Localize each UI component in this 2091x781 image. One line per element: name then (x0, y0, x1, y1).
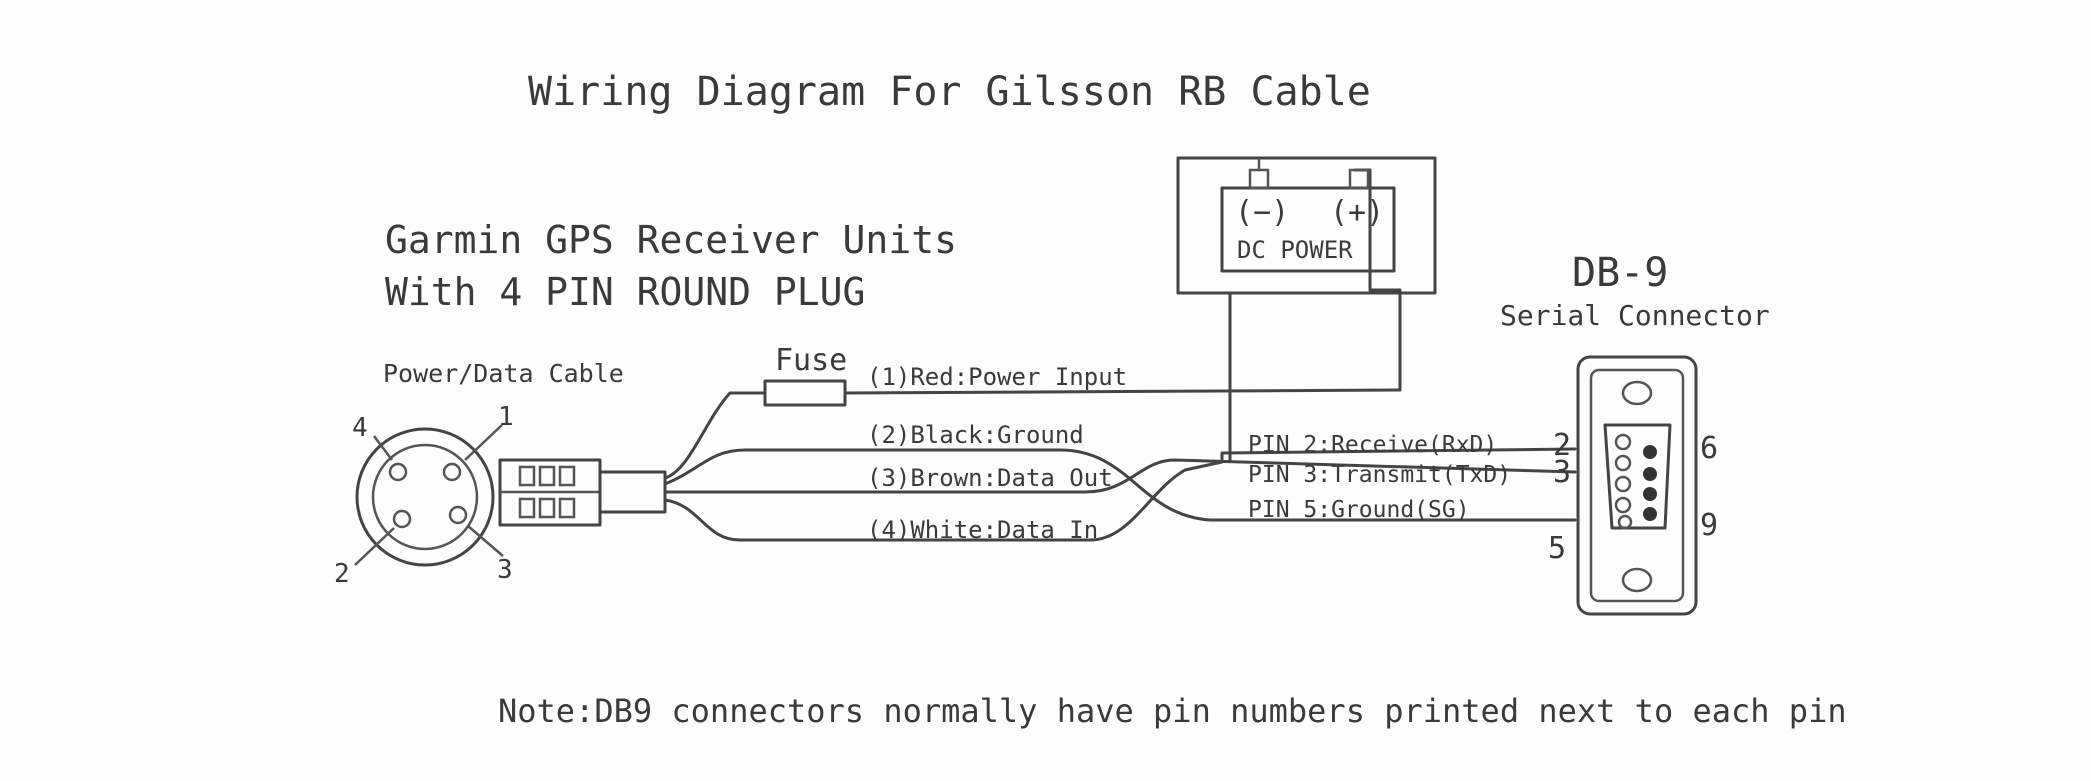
power-positive-label: (+) (1330, 195, 1384, 230)
db9-pin-2 (1614, 454, 1632, 472)
plug-pin-2 (392, 509, 412, 529)
db9-pin-label-2: 2 (1553, 428, 1571, 463)
heading-line-1: Garmin GPS Receiver Units (385, 218, 957, 262)
plug-pin-4 (388, 462, 408, 482)
plug-pin-label-3: 3 (497, 555, 513, 585)
wire-label-black: (2)Black:Ground (867, 421, 1084, 449)
db9-pin-9 (1643, 507, 1657, 521)
db9-title: DB-9 (1572, 250, 1668, 296)
power-data-cable-label: Power/Data Cable (383, 359, 624, 388)
wire-label-brown: (3)Brown:Data Out (867, 464, 1113, 492)
db9-pin-6 (1643, 445, 1657, 459)
db9-pin-8 (1643, 487, 1657, 501)
pin-line-transmit: PIN 3:Transmit(TxD) (1248, 462, 1511, 488)
db9-pin-label-3: 3 (1553, 455, 1571, 490)
negative-terminal (1248, 168, 1270, 190)
db9-connector (1576, 355, 1698, 616)
red-wire-to-power (843, 168, 1402, 395)
cable-boot (498, 458, 667, 527)
power-negative-label: (−) (1235, 195, 1289, 230)
brown-wire (663, 458, 1577, 494)
db9-pin-7 (1643, 467, 1657, 481)
plug-pin-label-4: 4 (352, 413, 368, 443)
fuse-label: Fuse (775, 343, 847, 378)
plug-pin-3 (448, 505, 468, 525)
db9-pin-label-6: 6 (1700, 431, 1718, 466)
plug-pin-1 (442, 462, 462, 482)
red-wire (663, 391, 767, 480)
db9-pin-3 (1614, 475, 1632, 493)
db9-pin-1 (1614, 433, 1632, 451)
plug-pin-label-2: 2 (334, 559, 350, 589)
db9-subtitle: Serial Connector (1500, 299, 1770, 332)
diagram-title: Wiring Diagram For Gilsson RB Cable (528, 69, 1371, 115)
black-wire (663, 448, 1577, 522)
dc-power-label: DC POWER (1237, 236, 1353, 264)
pin-line-receive: PIN 2:Receive(RxD) (1248, 432, 1497, 458)
footer-note: Note:DB9 connectors normally have pin nu… (498, 692, 1847, 730)
db9-pin-label-9: 9 (1700, 508, 1718, 543)
db9-pin-4 (1614, 496, 1632, 514)
db9-pin-label-5: 5 (1548, 531, 1566, 566)
fuse (763, 379, 847, 407)
positive-terminal (1348, 168, 1370, 190)
wire-label-red: (1)Red:Power Input (867, 363, 1127, 391)
heading-line-2: With 4 PIN ROUND PLUG (385, 270, 865, 314)
plug-pin-label-1: 1 (498, 402, 514, 432)
db9-pin-5 (1617, 514, 1633, 530)
round-plug-connector (354, 424, 504, 567)
pin-line-ground: PIN 5:Ground(SG) (1248, 497, 1470, 523)
dc-power-supply (1176, 156, 1437, 295)
wire-label-white: (4)White:Data In (867, 516, 1098, 544)
white-wire (663, 447, 1577, 542)
